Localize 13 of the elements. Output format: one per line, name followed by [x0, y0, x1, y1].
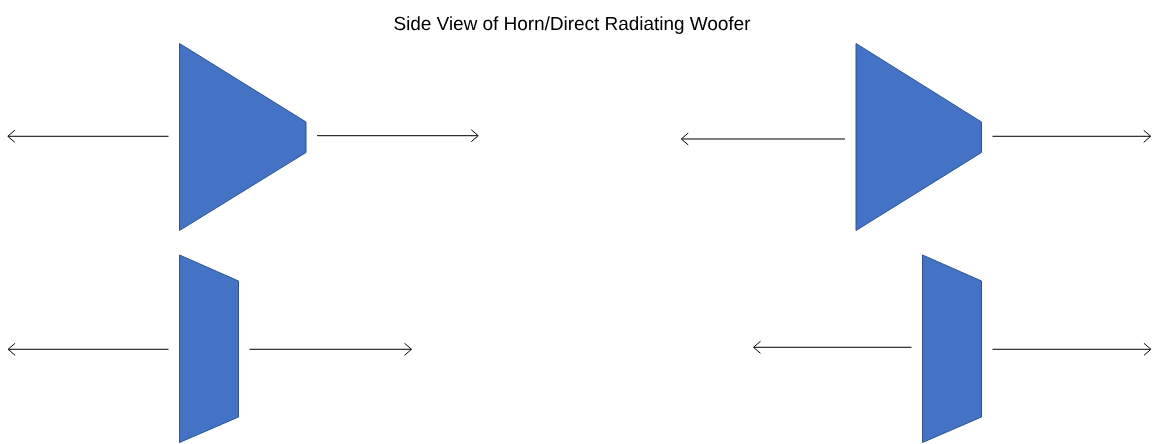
trapezoid-shape	[922, 254, 982, 443]
arrow	[680, 132, 846, 146]
title: Side View of Horn/Direct Radiating Woofer	[394, 16, 751, 34]
arrow	[992, 342, 1152, 356]
arrow	[316, 129, 479, 143]
arrow	[992, 129, 1152, 143]
trapezoid-shape	[179, 254, 239, 443]
arrow	[752, 340, 912, 354]
trapezoid-shape	[855, 43, 982, 231]
trapezoid-shape	[179, 43, 307, 231]
arrow	[249, 342, 413, 356]
arrow	[7, 342, 169, 356]
arrow	[7, 129, 169, 143]
